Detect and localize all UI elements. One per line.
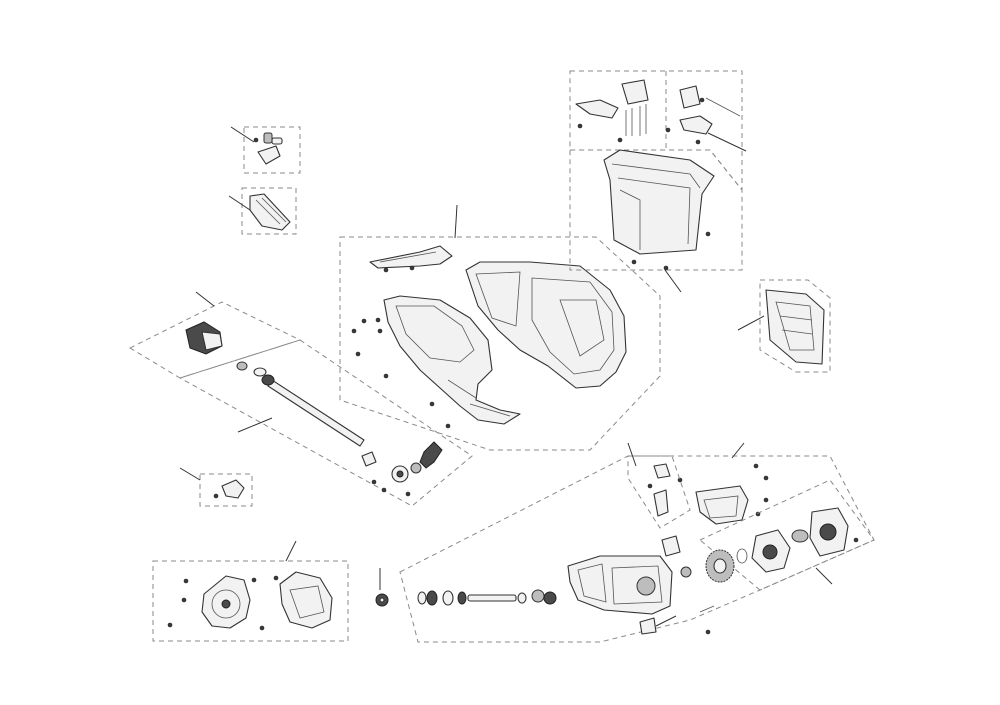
- group-7-box: [199, 473, 253, 507]
- callout-4-leader: [228, 195, 251, 211]
- callout-3-leader: [230, 126, 255, 143]
- group-2[interactable]: [737, 279, 831, 373]
- latch-right-icon: [665, 85, 741, 145]
- group-2-box: [759, 279, 831, 373]
- callout-9-leader: [285, 540, 297, 562]
- group-9[interactable]: [152, 540, 349, 642]
- tube-end-parts-icon: [361, 441, 443, 497]
- battery-receptacle-icon: [603, 149, 715, 271]
- callout-1-leader: [454, 204, 458, 239]
- right-housing-half-icon: [465, 261, 627, 389]
- group-12-box: [699, 479, 875, 591]
- group-3-box: [243, 126, 301, 174]
- group-3[interactable]: [230, 126, 301, 174]
- guard-part-icon: [249, 193, 291, 231]
- gearbox-housing-icon: [567, 555, 673, 615]
- group-8-box: [128, 301, 302, 379]
- callout-12-leader: [815, 567, 833, 585]
- group-14-box: [178, 339, 473, 507]
- handle-cover-icon: [369, 245, 453, 273]
- group-8[interactable]: [128, 291, 302, 379]
- group-11[interactable]: [627, 442, 691, 529]
- small-gear-icon: [375, 593, 389, 607]
- callout-11-leader: [627, 442, 637, 467]
- adapter-icon: [185, 321, 223, 355]
- motor-cover-screws: [167, 575, 279, 631]
- gear-cover-icon: [751, 529, 791, 573]
- switch-icon: [647, 463, 671, 517]
- tube-icon: [236, 361, 365, 447]
- callout-14-leader: [237, 417, 273, 433]
- callout-2-leader: [737, 315, 765, 331]
- trigger-part-icon: [253, 132, 283, 165]
- group-1-box: [339, 236, 661, 451]
- group-4[interactable]: [228, 187, 297, 235]
- callout-6-leader: [707, 132, 747, 152]
- gearbox-small-parts-icon: [639, 535, 715, 635]
- group-14[interactable]: [178, 339, 473, 507]
- clip-icon: [213, 479, 245, 499]
- motor-cover-right-icon: [279, 571, 333, 629]
- latch-left-icon: [575, 79, 649, 143]
- group-5[interactable]: [569, 149, 743, 293]
- group-11-box: [627, 455, 691, 529]
- group-1[interactable]: [339, 204, 661, 451]
- gearbox-screws: [677, 463, 769, 635]
- group-9-box: [152, 560, 349, 642]
- shaft-assembly-icon: [417, 589, 557, 606]
- mounting-plate-icon: [765, 289, 825, 365]
- group-10[interactable]: [399, 442, 875, 643]
- group-12[interactable]: [699, 479, 875, 591]
- callout-7-leader: [179, 467, 201, 481]
- callout-5-leader: [664, 269, 682, 293]
- output-flange-icon: [791, 507, 859, 557]
- bracket-icon: [695, 485, 749, 525]
- group-5-box: [569, 149, 743, 271]
- callout-8-leader: [195, 291, 215, 307]
- group-6[interactable]: [569, 70, 747, 192]
- motor-cover-left-icon: [201, 575, 251, 629]
- left-housing-half-icon: [383, 295, 521, 425]
- callout-10-leader: [731, 442, 745, 459]
- group-13[interactable]: [375, 568, 389, 607]
- group-10-box: [399, 455, 875, 643]
- group-4-box: [241, 187, 297, 235]
- housing-screws: [351, 317, 451, 429]
- gear-icon: [705, 548, 748, 583]
- group-7[interactable]: [179, 467, 253, 507]
